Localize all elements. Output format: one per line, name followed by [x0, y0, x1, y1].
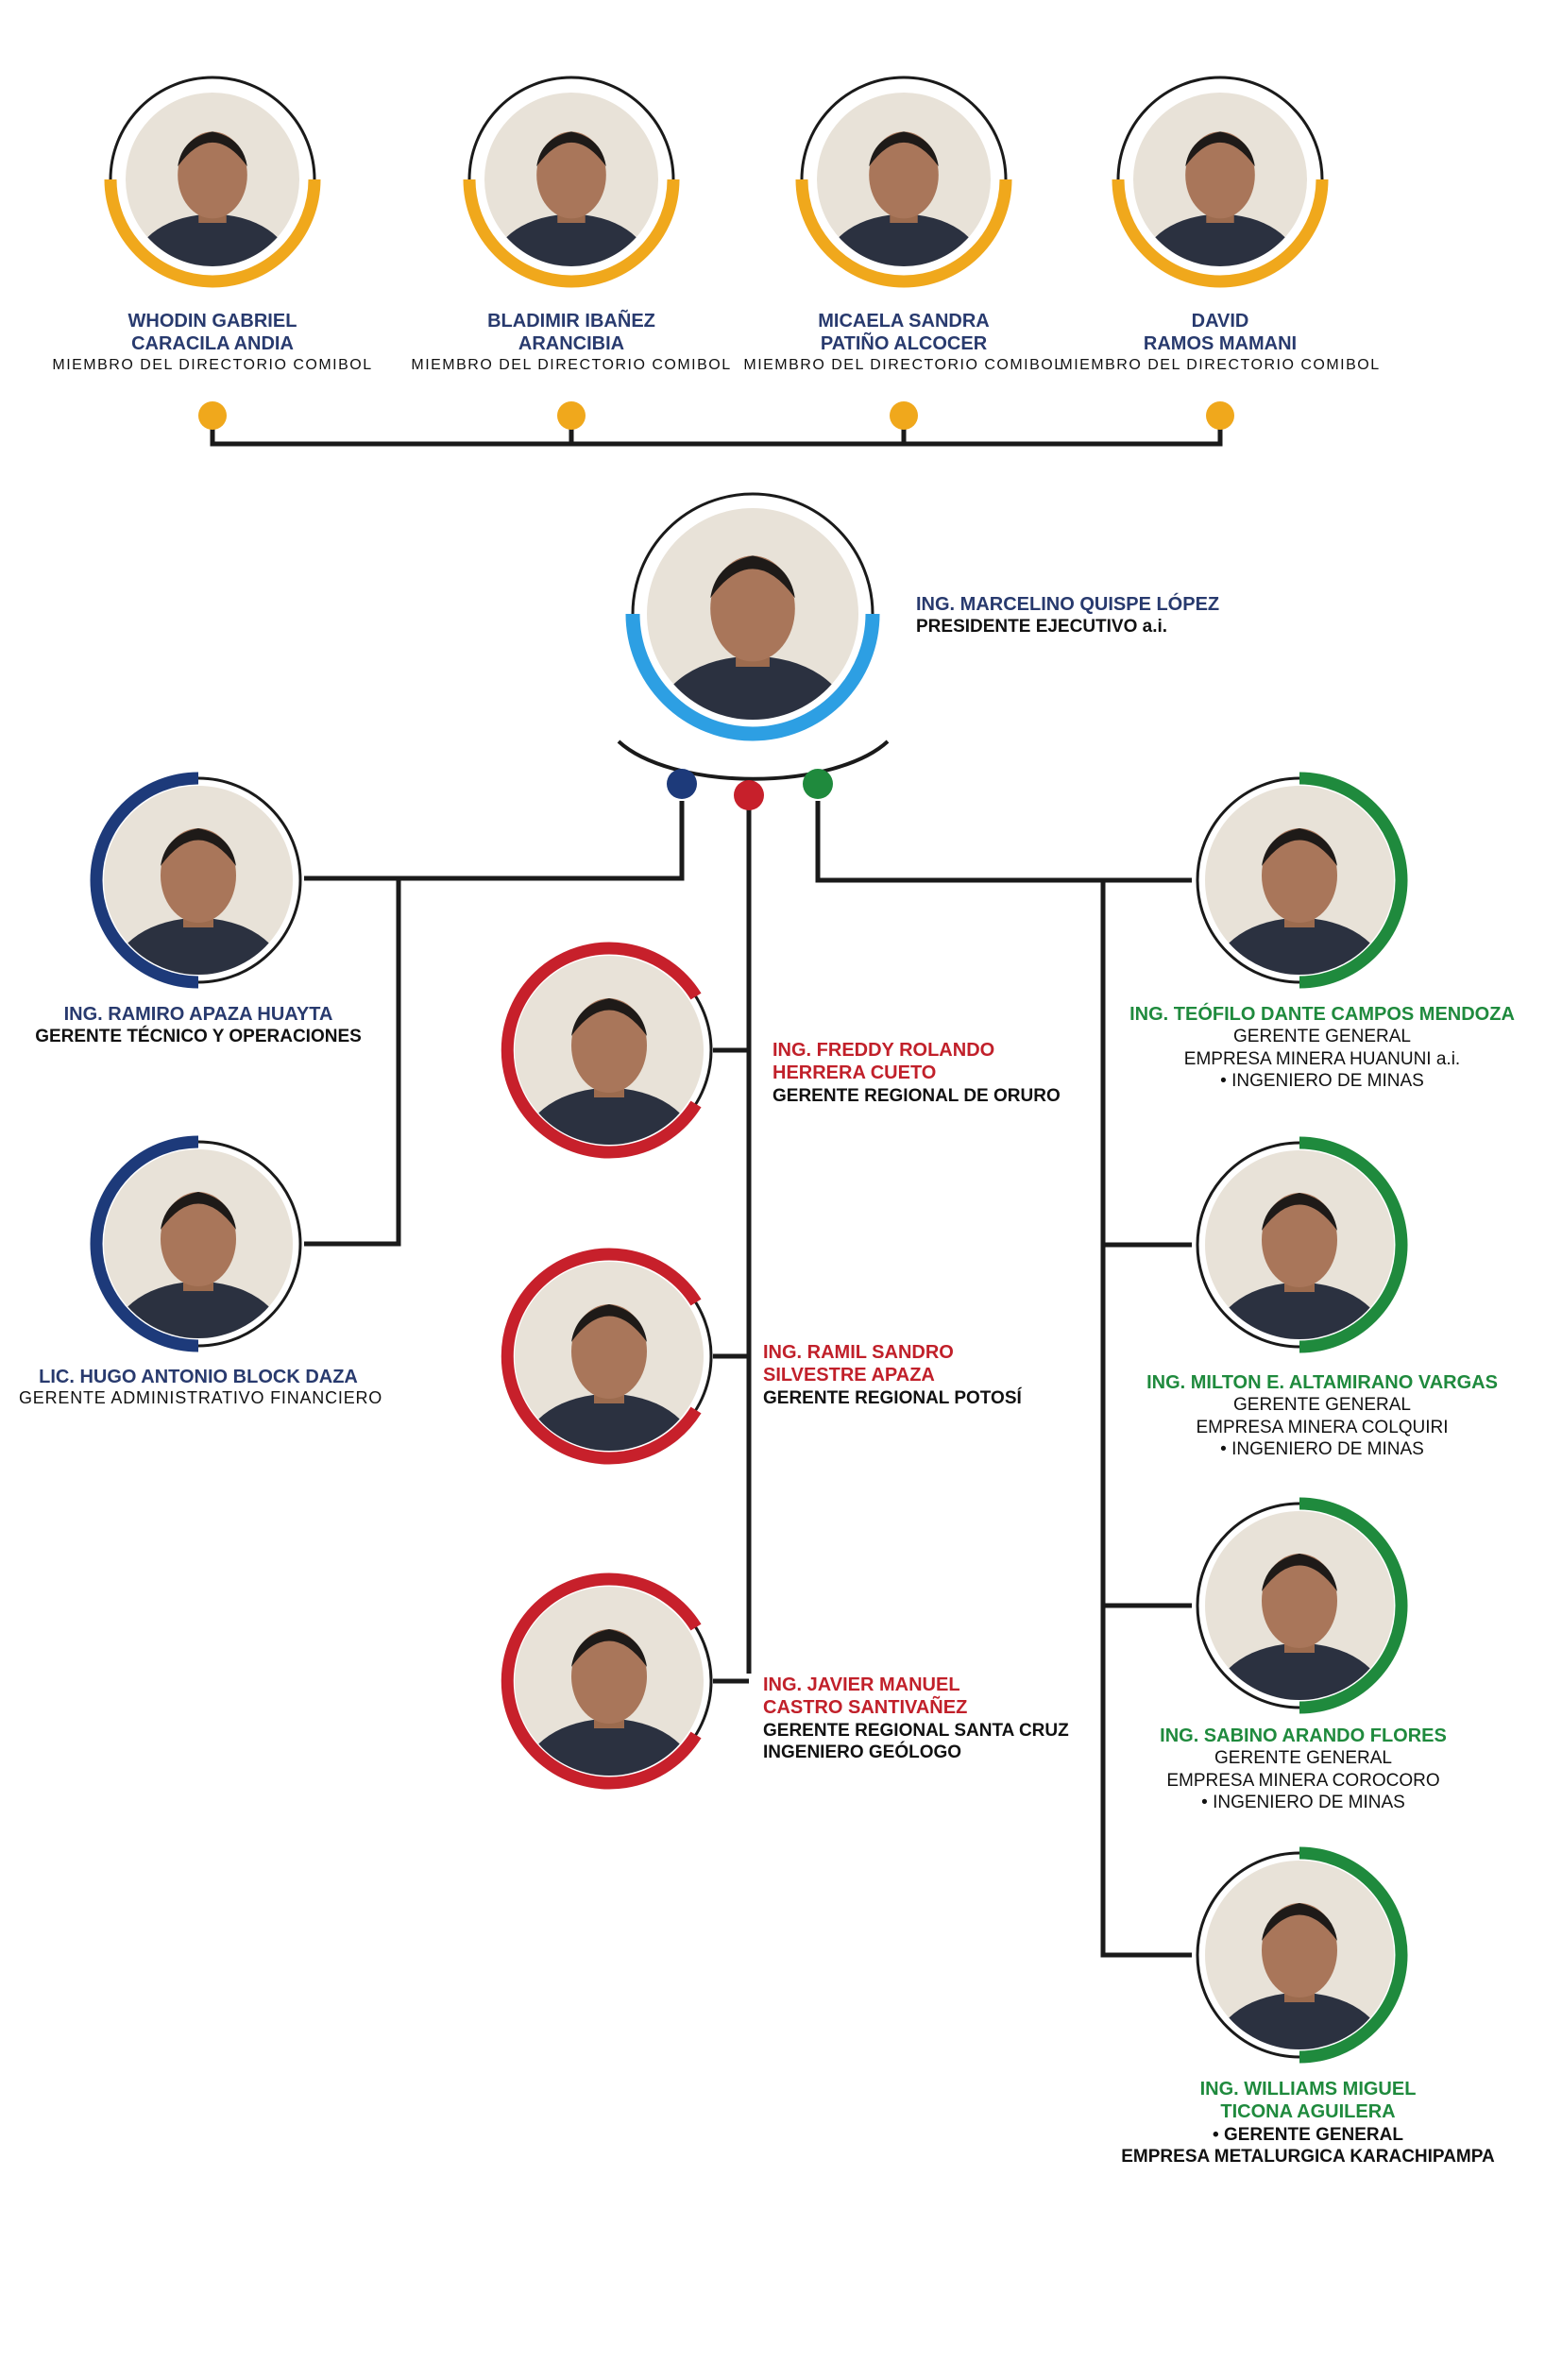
regional-name-line2: HERRERA CUETO — [773, 1062, 937, 1084]
presidente-name: ING. MARCELINO QUISPE LÓPEZ — [916, 594, 1220, 615]
directorio-node-dots — [198, 401, 1234, 430]
portrait-icon — [817, 93, 991, 266]
empresa-name: EMPRESA MINERA HUANUNI a.i. — [1183, 1048, 1461, 1069]
member-name-line1: MICAELA SANDRA — [818, 311, 990, 332]
portrait-icon — [104, 1149, 293, 1338]
empresa-corocoro-label: ING. SABINO ARANDO FLORES GERENTE GENERA… — [1105, 1725, 1502, 1813]
connector-empresas — [815, 801, 1192, 1958]
member-role: MIEMBRO DEL DIRECTORIO COMIBOL — [1060, 356, 1381, 373]
karachipampa-company: EMPRESA METALURGICA KARACHIPAMPA — [1121, 2146, 1495, 2167]
regional-name-line1: ING. FREDDY ROLANDO — [773, 1040, 995, 1061]
directorio-member-4: DAVID RAMOS MAMANI MIEMBRO DEL DIRECTORI… — [1048, 310, 1392, 374]
portrait-icon — [104, 786, 293, 975]
portrait-icon — [1205, 1861, 1394, 2049]
regional-role: GERENTE REGIONAL DE ORURO — [773, 1085, 1061, 1106]
member-role: MIEMBRO DEL DIRECTORIO COMIBOL — [743, 356, 1064, 373]
member-name-line1: DAVID — [1191, 311, 1249, 332]
portrait-icon — [515, 1262, 704, 1451]
member-name-line1: BLADIMIR IBAÑEZ — [487, 311, 655, 332]
connector-gerentes-nacionales — [304, 801, 685, 1247]
empresa-gerente-profession: • INGENIERO DE MINAS — [1201, 1792, 1405, 1812]
gerente-tecnico-label: ING. RAMIRO APAZA HUAYTA GERENTE TÉCNICO… — [19, 1003, 378, 1048]
regional-name-line2: CASTRO SANTIVAÑEZ — [763, 1697, 968, 1719]
empresa-gerente-name: ING. MILTON E. ALTAMIRANO VARGAS — [1146, 1372, 1498, 1393]
directorio-member-3: MICAELA SANDRA PATIÑO ALCOCER MIEMBRO DE… — [734, 310, 1074, 374]
regional-name-line1: ING. JAVIER MANUEL — [763, 1674, 960, 1695]
portrait-icon — [1205, 1150, 1394, 1339]
gerente-name: ING. RAMIRO APAZA HUAYTA — [63, 1004, 333, 1025]
presidente-label: ING. MARCELINO QUISPE LÓPEZ PRESIDENTE E… — [916, 593, 1219, 638]
empresa-name: EMPRESA MINERA COROCORO — [1166, 1770, 1440, 1791]
member-role: MIEMBRO DEL DIRECTORIO COMIBOL — [52, 356, 373, 373]
member-role: MIEMBRO DEL DIRECTORIO COMIBOL — [411, 356, 732, 373]
karachipampa-name-line2: TICONA AGUILERA — [1220, 2101, 1396, 2123]
gerente-administrativo-label: LIC. HUGO ANTONIO BLOCK DAZA GERENTE ADM… — [19, 1366, 383, 1409]
portrait-icon — [515, 956, 704, 1145]
connector-gerentes-regionales — [713, 801, 752, 1684]
regional-name-line1: ING. RAMIL SANDRO — [763, 1342, 954, 1363]
portrait-icon — [484, 93, 658, 266]
member-name-line1: WHODIN GABRIEL — [127, 311, 297, 332]
portrait-icon — [515, 1587, 704, 1776]
empresa-gerente-role: GERENTE GENERAL — [1214, 1748, 1392, 1769]
presidente-role: PRESIDENTE EJECUTIVO a.i. — [916, 617, 1168, 638]
portrait-icon — [1133, 93, 1307, 266]
empresa-gerente-role: GERENTE GENERAL — [1233, 1395, 1411, 1416]
regional-role: GERENTE REGIONAL POTOSÍ — [763, 1387, 1022, 1408]
directorio-member-1: WHODIN GABRIEL CARACILA ANDIA MIEMBRO DE… — [42, 310, 382, 374]
portrait-icon — [1205, 1511, 1394, 1700]
regional-profession: INGENIERO GEÓLOGO — [763, 1742, 962, 1762]
directorio-connector — [210, 416, 1223, 447]
gerente-regional-potosi-label: ING. RAMIL SANDRO SILVESTRE APAZA GERENT… — [763, 1341, 1022, 1409]
gerente-regional-santa-cruz-label: ING. JAVIER MANUEL CASTRO SANTIVAÑEZ GER… — [763, 1674, 1069, 1763]
empresa-colquiri-label: ING. MILTON E. ALTAMIRANO VARGAS GERENTE… — [1124, 1371, 1520, 1460]
empresa-gerente-profession: • INGENIERO DE MINAS — [1220, 1070, 1424, 1091]
portrait-icon — [126, 93, 299, 266]
gerente-role: GERENTE ADMINISTRATIVO FINANCIERO — [19, 1388, 383, 1408]
empresa-huanuni-label: ING. TEÓFILO DANTE CAMPOS MENDOZA GERENT… — [1124, 1003, 1520, 1092]
portrait-icon — [1205, 786, 1394, 975]
empresa-gerente-profession: • INGENIERO DE MINAS — [1220, 1438, 1424, 1459]
gerente-name: LIC. HUGO ANTONIO BLOCK DAZA — [39, 1367, 358, 1387]
member-name-line2: RAMOS MAMANI — [1143, 333, 1298, 355]
regional-role: GERENTE REGIONAL SANTA CRUZ — [763, 1720, 1069, 1741]
empresa-gerente-name: ING. SABINO ARANDO FLORES — [1160, 1726, 1447, 1746]
karachipampa-role: • GERENTE GENERAL — [1213, 2124, 1403, 2145]
gerente-regional-oruro-label: ING. FREDDY ROLANDO HERRERA CUETO GERENT… — [773, 1039, 1061, 1107]
empresa-karachipampa-label: ING. WILLIAMS MIGUEL TICONA AGUILERA • G… — [1095, 2078, 1520, 2168]
member-name-line2: ARANCIBIA — [518, 333, 625, 355]
empresa-name: EMPRESA MINERA COLQUIRI — [1196, 1417, 1449, 1437]
gerente-role: GERENTE TÉCNICO Y OPERACIONES — [35, 1027, 362, 1047]
empresa-gerente-role: GERENTE GENERAL — [1233, 1027, 1411, 1047]
presidente-portrait-icon — [647, 508, 858, 720]
member-name-line2: PATIÑO ALCOCER — [820, 333, 988, 355]
empresa-gerente-name: ING. TEÓFILO DANTE CAMPOS MENDOZA — [1129, 1004, 1515, 1025]
directorio-member-2: BLADIMIR IBAÑEZ ARANCIBIA MIEMBRO DEL DI… — [401, 310, 741, 374]
karachipampa-name-line1: ING. WILLIAMS MIGUEL — [1199, 2079, 1417, 2100]
member-name-line2: CARACILA ANDIA — [131, 333, 294, 355]
regional-name-line2: SILVESTRE APAZA — [763, 1365, 935, 1386]
